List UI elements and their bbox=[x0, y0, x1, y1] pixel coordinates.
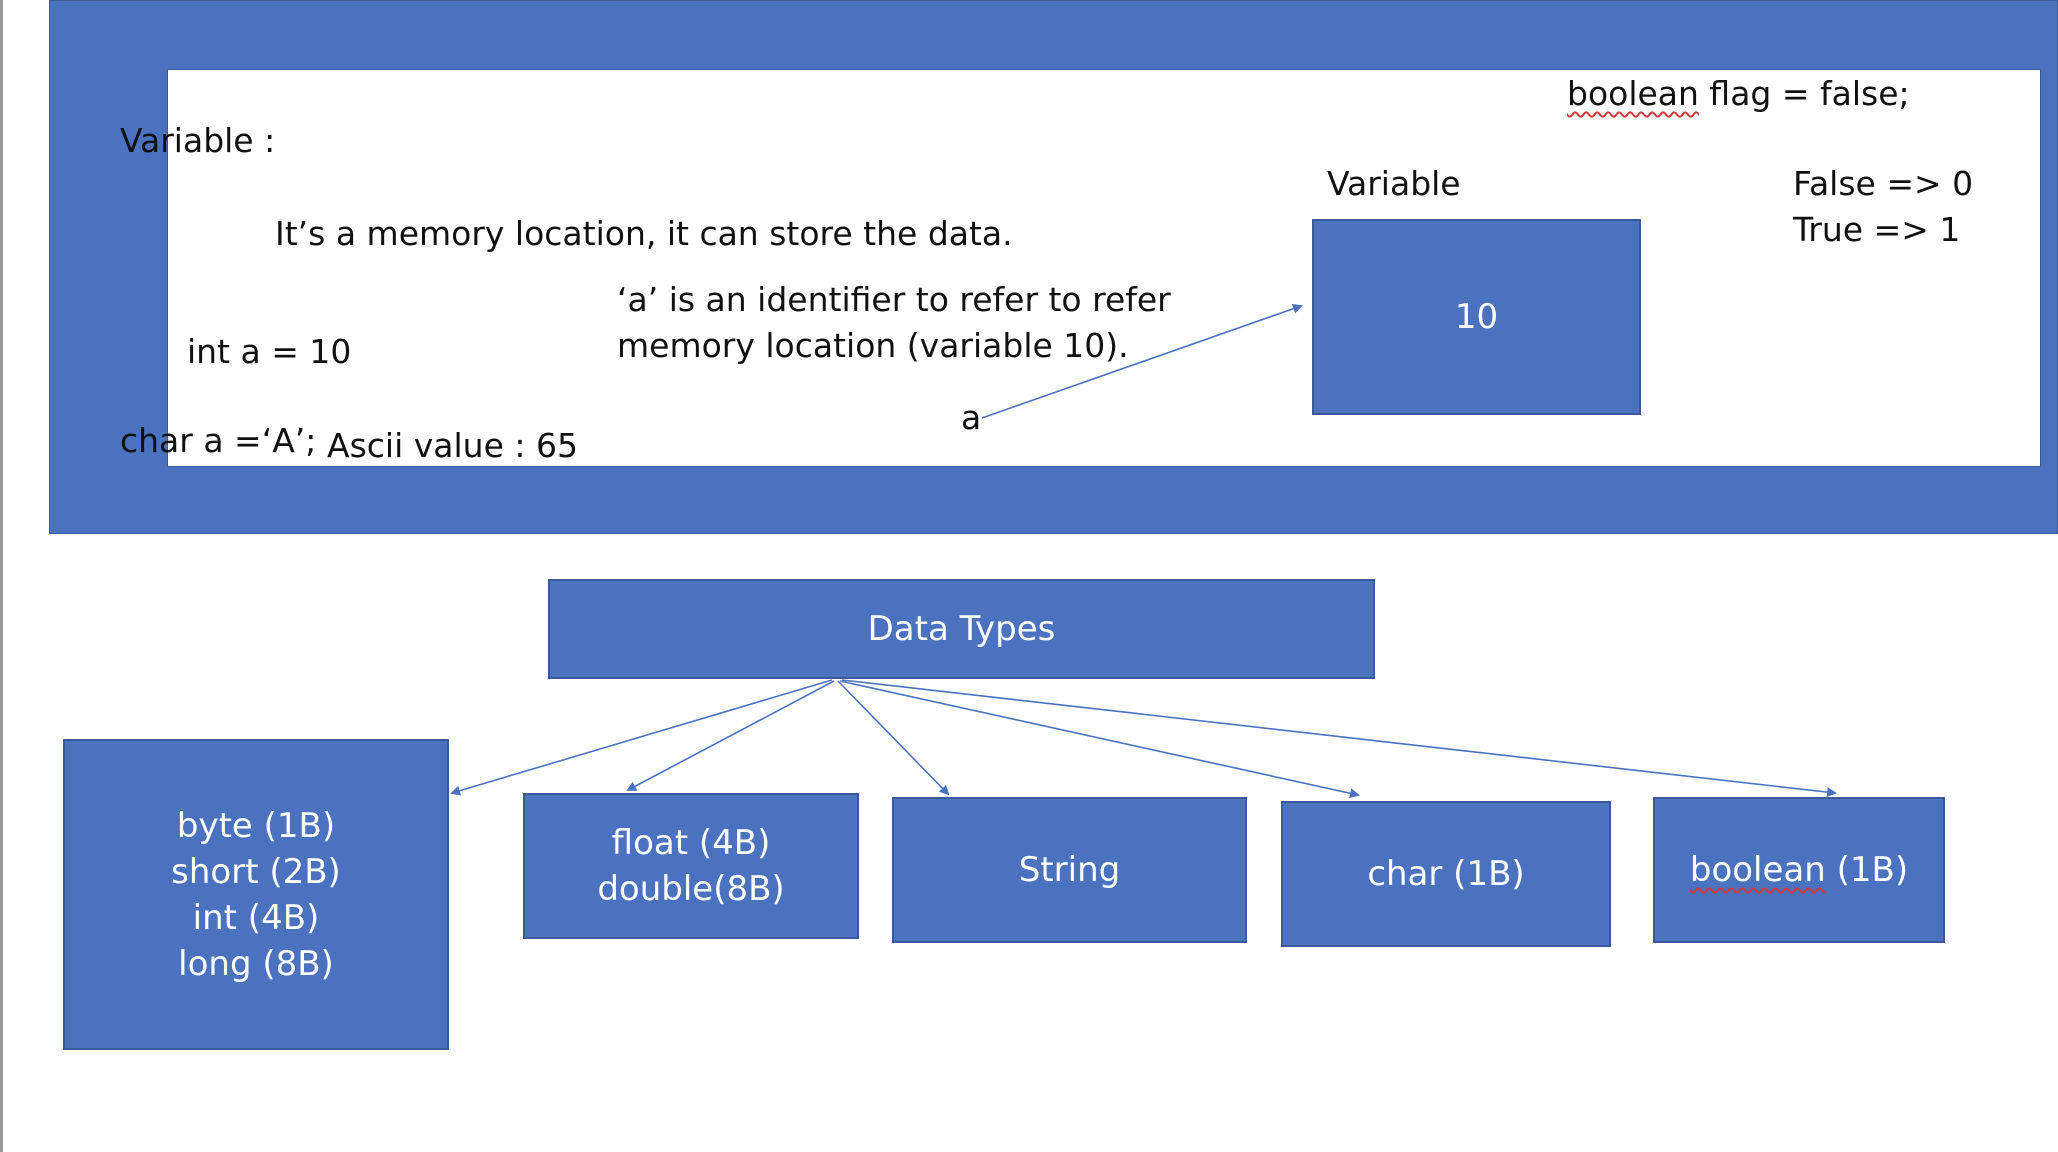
string-type-box: String bbox=[892, 797, 1247, 943]
integer-type-short: short (2B) bbox=[171, 851, 341, 892]
integer-type-byte: byte (1B) bbox=[176, 805, 336, 846]
memory-location-box: 10 bbox=[1312, 219, 1641, 415]
false-mapping: False => 0 bbox=[1793, 164, 1974, 203]
arrow-to-integer-types bbox=[450, 679, 833, 796]
variable-definition: It’s a memory location, it can store the… bbox=[275, 214, 1013, 253]
char-type-label: char (1B) bbox=[1367, 854, 1525, 894]
integer-type-int: int (4B) bbox=[192, 897, 320, 938]
arrow-to-boolean-type bbox=[841, 679, 1837, 798]
variable-heading: Variable : bbox=[120, 121, 276, 160]
true-mapping: True => 1 bbox=[1793, 210, 1961, 249]
char-type-box: char (1B) bbox=[1281, 801, 1611, 947]
integer-types-box: byte (1B) short (2B) int (4B) long (8B) bbox=[63, 739, 449, 1050]
boolean-type-size: (1B) bbox=[1825, 850, 1909, 890]
identifier-note-line2: memory location (variable 10). bbox=[617, 326, 1129, 365]
boolean-declaration-rest: flag = false; bbox=[1698, 74, 1910, 113]
float-type-float: float (4B) bbox=[611, 823, 771, 863]
floating-types-box: float (4B) double(8B) bbox=[523, 793, 859, 939]
boolean-type-label: boolean (1B) bbox=[1690, 847, 1908, 893]
int-example: int a = 10 bbox=[187, 332, 352, 371]
integer-type-long: long (8B) bbox=[178, 943, 334, 984]
boolean-declaration: boolean flag = false; bbox=[1567, 71, 1910, 117]
data-types-root: Data Types bbox=[548, 579, 1375, 679]
memory-box-value: 10 bbox=[1454, 297, 1499, 337]
variable-panel-content bbox=[167, 69, 2041, 467]
ascii-note: Ascii value : 65 bbox=[327, 426, 578, 465]
char-example: char a =‘A’; bbox=[120, 421, 317, 460]
boolean-keyword: boolean bbox=[1567, 74, 1699, 113]
data-types-root-label: Data Types bbox=[867, 609, 1056, 649]
string-type-label: String bbox=[1018, 850, 1121, 890]
identifier-note-line1: ‘a’ is an identifier to refer to refer bbox=[617, 280, 1171, 319]
arrow-to-string-type bbox=[837, 680, 950, 796]
float-type-double: double(8B) bbox=[597, 869, 785, 909]
slide-left-edge bbox=[0, 0, 3, 1152]
memory-box-title: Variable bbox=[1327, 164, 1461, 203]
identifier-label: a bbox=[961, 398, 982, 437]
arrow-to-char-type bbox=[839, 680, 1360, 799]
boolean-type-word: boolean bbox=[1689, 850, 1826, 890]
arrow-to-floating-types bbox=[626, 680, 835, 791]
boolean-type-box: boolean (1B) bbox=[1653, 797, 1945, 943]
